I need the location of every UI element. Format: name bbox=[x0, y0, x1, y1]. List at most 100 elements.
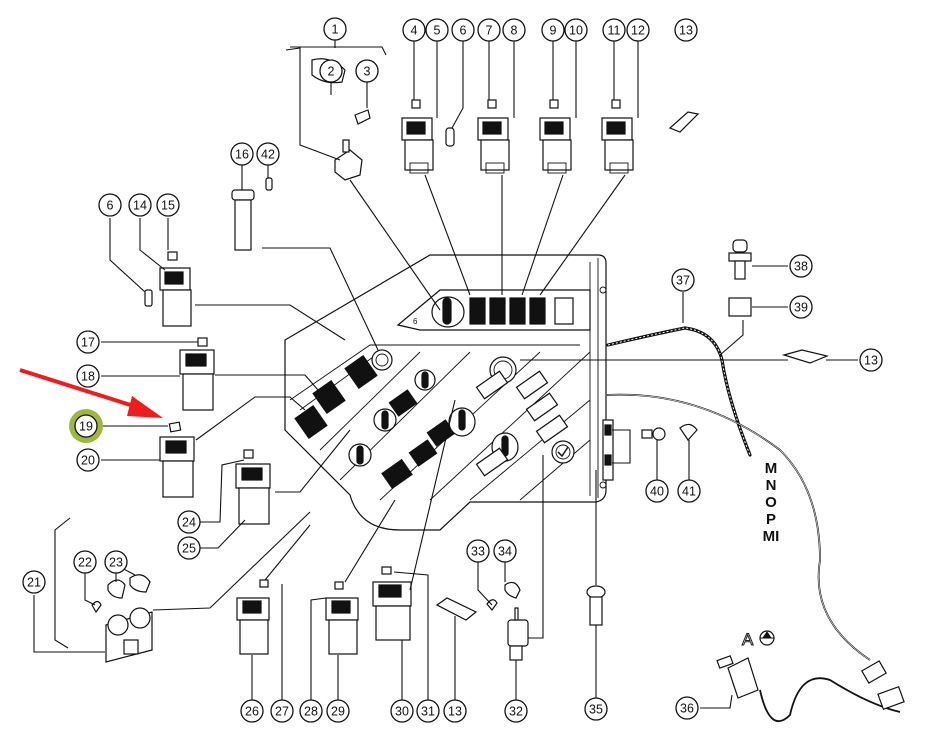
callout-circle bbox=[402, 18, 426, 42]
callout-number: 8 bbox=[511, 24, 518, 38]
callout-2: 2 bbox=[319, 59, 343, 83]
callout-number: 34 bbox=[498, 545, 512, 559]
clip-41 bbox=[679, 423, 698, 441]
callout-circle bbox=[645, 479, 669, 503]
callout-number: 36 bbox=[680, 702, 694, 716]
control-panel-housing: 6 bbox=[284, 254, 614, 531]
callout-11: 11 bbox=[602, 18, 626, 42]
callout-circle bbox=[477, 18, 501, 42]
callout-circle bbox=[671, 268, 695, 292]
sensor-36 bbox=[716, 655, 905, 711]
callout-circle bbox=[256, 142, 280, 166]
bulb-6 bbox=[445, 40, 464, 147]
callout-circle bbox=[677, 479, 701, 503]
callout-15: 15 bbox=[156, 193, 180, 217]
callout-number: 22 bbox=[78, 556, 92, 570]
callout-number: 13 bbox=[448, 705, 462, 719]
callout-circle bbox=[128, 193, 152, 217]
callout-6: 6 bbox=[451, 18, 475, 42]
indicator-16 bbox=[231, 177, 379, 351]
callout-29: 29 bbox=[326, 699, 350, 723]
callout-41: 41 bbox=[677, 479, 701, 503]
switch-20 bbox=[159, 396, 306, 498]
callout-39: 39 bbox=[789, 295, 813, 319]
callout-circle bbox=[98, 193, 122, 217]
callout-number: 19 bbox=[79, 420, 93, 434]
callout-number: 6 bbox=[460, 24, 467, 38]
callout-number: 39 bbox=[794, 301, 808, 315]
callout-circle bbox=[319, 59, 343, 83]
code-m: M bbox=[764, 460, 778, 477]
callout-number: 12 bbox=[631, 24, 645, 38]
switch-25 bbox=[235, 429, 351, 525]
callout-number: 35 bbox=[589, 703, 603, 717]
callout-circle bbox=[451, 18, 475, 42]
callout-9: 9 bbox=[541, 18, 565, 42]
callout-circle bbox=[675, 696, 699, 720]
switch-26 bbox=[236, 524, 311, 655]
socket-35 bbox=[586, 470, 606, 626]
rotary-switch-32 bbox=[486, 455, 544, 661]
blank-cover-13-right bbox=[781, 349, 829, 364]
svg-text:6: 6 bbox=[413, 317, 418, 326]
callout-circle bbox=[504, 699, 528, 723]
callout-number: 4 bbox=[411, 24, 418, 38]
callout-number: 13 bbox=[679, 24, 693, 38]
callout-circle bbox=[76, 448, 100, 472]
callout-number: 6 bbox=[107, 199, 114, 213]
callout-circle bbox=[156, 193, 180, 217]
callout-circle bbox=[177, 536, 201, 560]
highlight-arrow bbox=[19, 368, 163, 418]
callout-21: 21 bbox=[22, 570, 46, 594]
callout-circle bbox=[626, 18, 650, 42]
callout-33: 33 bbox=[466, 539, 490, 563]
cable-harness-37 bbox=[606, 326, 752, 457]
callout-number: 20 bbox=[81, 454, 95, 468]
callout-number: 30 bbox=[395, 705, 409, 719]
callout-number: 28 bbox=[304, 705, 318, 719]
switch-5 bbox=[401, 99, 471, 296]
callout-circle bbox=[299, 699, 323, 723]
callout-12: 12 bbox=[626, 18, 650, 42]
callout-number: 24 bbox=[182, 516, 196, 530]
callout-number: 31 bbox=[421, 705, 435, 719]
callout-circle bbox=[859, 348, 883, 372]
callout-number: 38 bbox=[794, 260, 808, 274]
callout-circle bbox=[584, 697, 608, 721]
plug-40 bbox=[612, 427, 666, 464]
code-o: O bbox=[765, 494, 777, 511]
callout-number: 21 bbox=[27, 576, 41, 590]
switch-12 bbox=[539, 99, 634, 296]
callout-circle bbox=[390, 699, 414, 723]
callout-number: 17 bbox=[81, 336, 95, 350]
sensor-wire bbox=[605, 393, 901, 722]
callout-circle bbox=[493, 539, 517, 563]
callout-35: 35 bbox=[584, 697, 608, 721]
switch-10 bbox=[521, 99, 572, 296]
callout-circle bbox=[323, 17, 347, 41]
dual-knob-assembly-21 bbox=[54, 511, 311, 663]
callout-24: 24 bbox=[177, 510, 201, 534]
leader-lines bbox=[33, 40, 858, 709]
callout-36: 36 bbox=[675, 696, 699, 720]
callout-circle bbox=[270, 699, 294, 723]
callout-circle bbox=[564, 18, 588, 42]
callout-28: 28 bbox=[299, 699, 323, 723]
callout-circle bbox=[541, 18, 565, 42]
callout-number: 18 bbox=[81, 370, 95, 384]
callout-circle bbox=[443, 699, 467, 723]
callout-number: 42 bbox=[261, 148, 275, 162]
callout-number: 11 bbox=[608, 24, 621, 38]
callout-circle bbox=[789, 295, 813, 319]
callout-circle bbox=[674, 18, 698, 42]
callout-circle bbox=[73, 550, 97, 574]
callout-number: 2 bbox=[328, 65, 335, 79]
callout-6: 6 bbox=[98, 193, 122, 217]
callout-13: 13 bbox=[674, 18, 698, 42]
callout-31: 31 bbox=[416, 699, 440, 723]
callout-circle bbox=[76, 330, 100, 354]
callout-circle bbox=[74, 414, 98, 438]
